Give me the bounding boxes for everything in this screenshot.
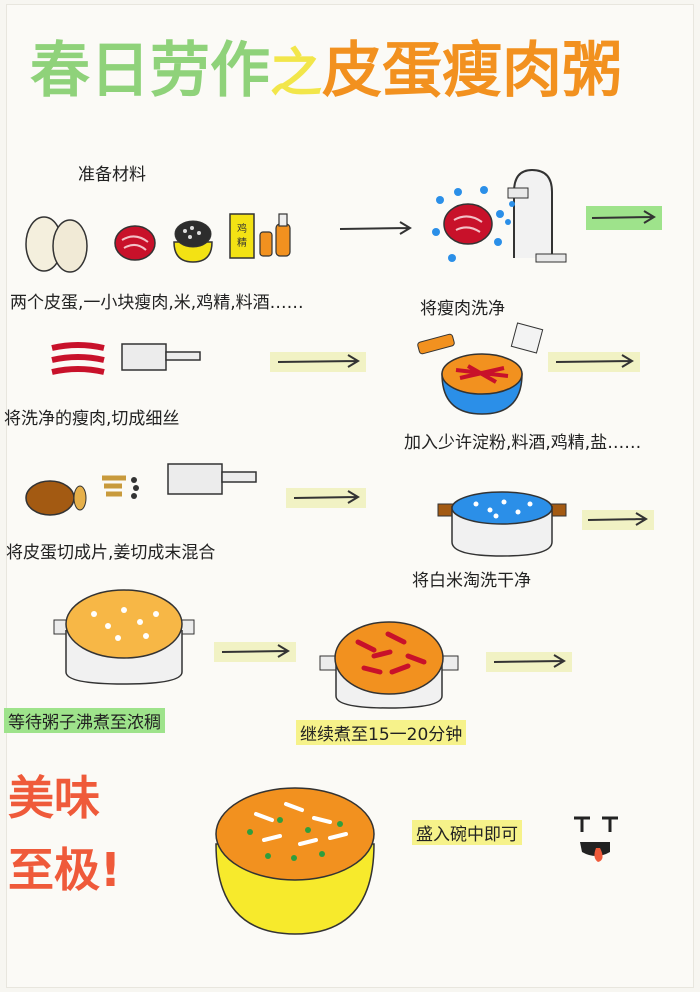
step-season: 加入少许淀粉,料酒,鸡精,盐…… <box>404 433 642 453</box>
season-bowl-icon <box>417 322 544 415</box>
page-title: 春日劳作之皮蛋瘦肉粥 <box>30 26 680 116</box>
arrow-icon <box>286 488 366 508</box>
step-cut-egg: 将皮蛋切成片,姜切成末混合 <box>6 543 216 563</box>
step-wash-rice: 将白米淘洗干净 <box>412 571 531 591</box>
title-part-2: 之 <box>270 44 323 104</box>
seasoning-jar-icon: 鸡 精 <box>229 213 291 259</box>
step-serve: 盛入碗中即可 <box>412 820 522 845</box>
ingredients-header: 准备材料 <box>78 165 146 185</box>
ingredients-list: 两个皮蛋,一小块瘦肉,米,鸡精,料酒…… <box>10 293 304 313</box>
step-wash-meat: 将瘦肉洗净 <box>420 299 505 319</box>
meat-icon <box>114 225 156 261</box>
arrow-icon <box>214 642 296 662</box>
arrow-icon <box>270 352 366 372</box>
arrow-icon <box>548 352 640 372</box>
bowl-icon <box>215 787 375 935</box>
step-continue: 继续煮至15一20分钟 <box>296 720 467 745</box>
arrow-icon <box>339 221 412 235</box>
arrow-icon <box>586 206 662 230</box>
step-boil: 等待粥子沸煮至浓稠 <box>4 708 165 733</box>
arrow-icon <box>486 652 572 672</box>
century-egg-icon <box>25 463 257 516</box>
svg-text:鸡: 鸡 <box>237 222 247 235</box>
cooking-pot-icon <box>319 621 459 709</box>
meat-strips-icon <box>51 342 105 375</box>
title-part-1: 春日劳作 <box>30 36 270 106</box>
arrow-icon <box>582 510 654 530</box>
finale-line-2: 至极! <box>8 843 121 897</box>
faucet-icon <box>432 168 567 263</box>
porridge-pot-icon <box>53 589 195 685</box>
svg-text:精: 精 <box>237 236 247 249</box>
step-cut-meat: 将洗净的瘦肉,切成细丝 <box>4 409 180 429</box>
face-icon <box>574 816 618 862</box>
rice-icon <box>173 220 213 263</box>
rice-pot-icon <box>437 491 567 557</box>
title-part-3: 皮蛋瘦肉粥 <box>322 36 623 106</box>
finale-line-1: 美味 <box>8 771 100 825</box>
knife-icon <box>121 343 201 371</box>
eggs-icon <box>25 216 88 273</box>
